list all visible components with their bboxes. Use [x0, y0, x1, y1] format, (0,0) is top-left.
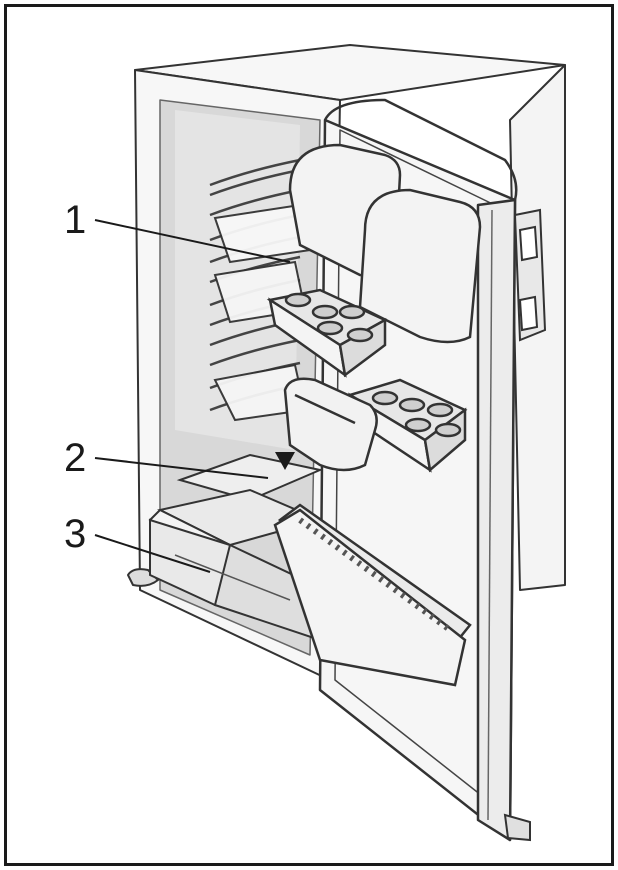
callout-1: 1	[64, 200, 86, 240]
callout-2: 2	[64, 438, 86, 478]
callout-3: 3	[64, 514, 86, 554]
door-hinge	[515, 210, 545, 340]
